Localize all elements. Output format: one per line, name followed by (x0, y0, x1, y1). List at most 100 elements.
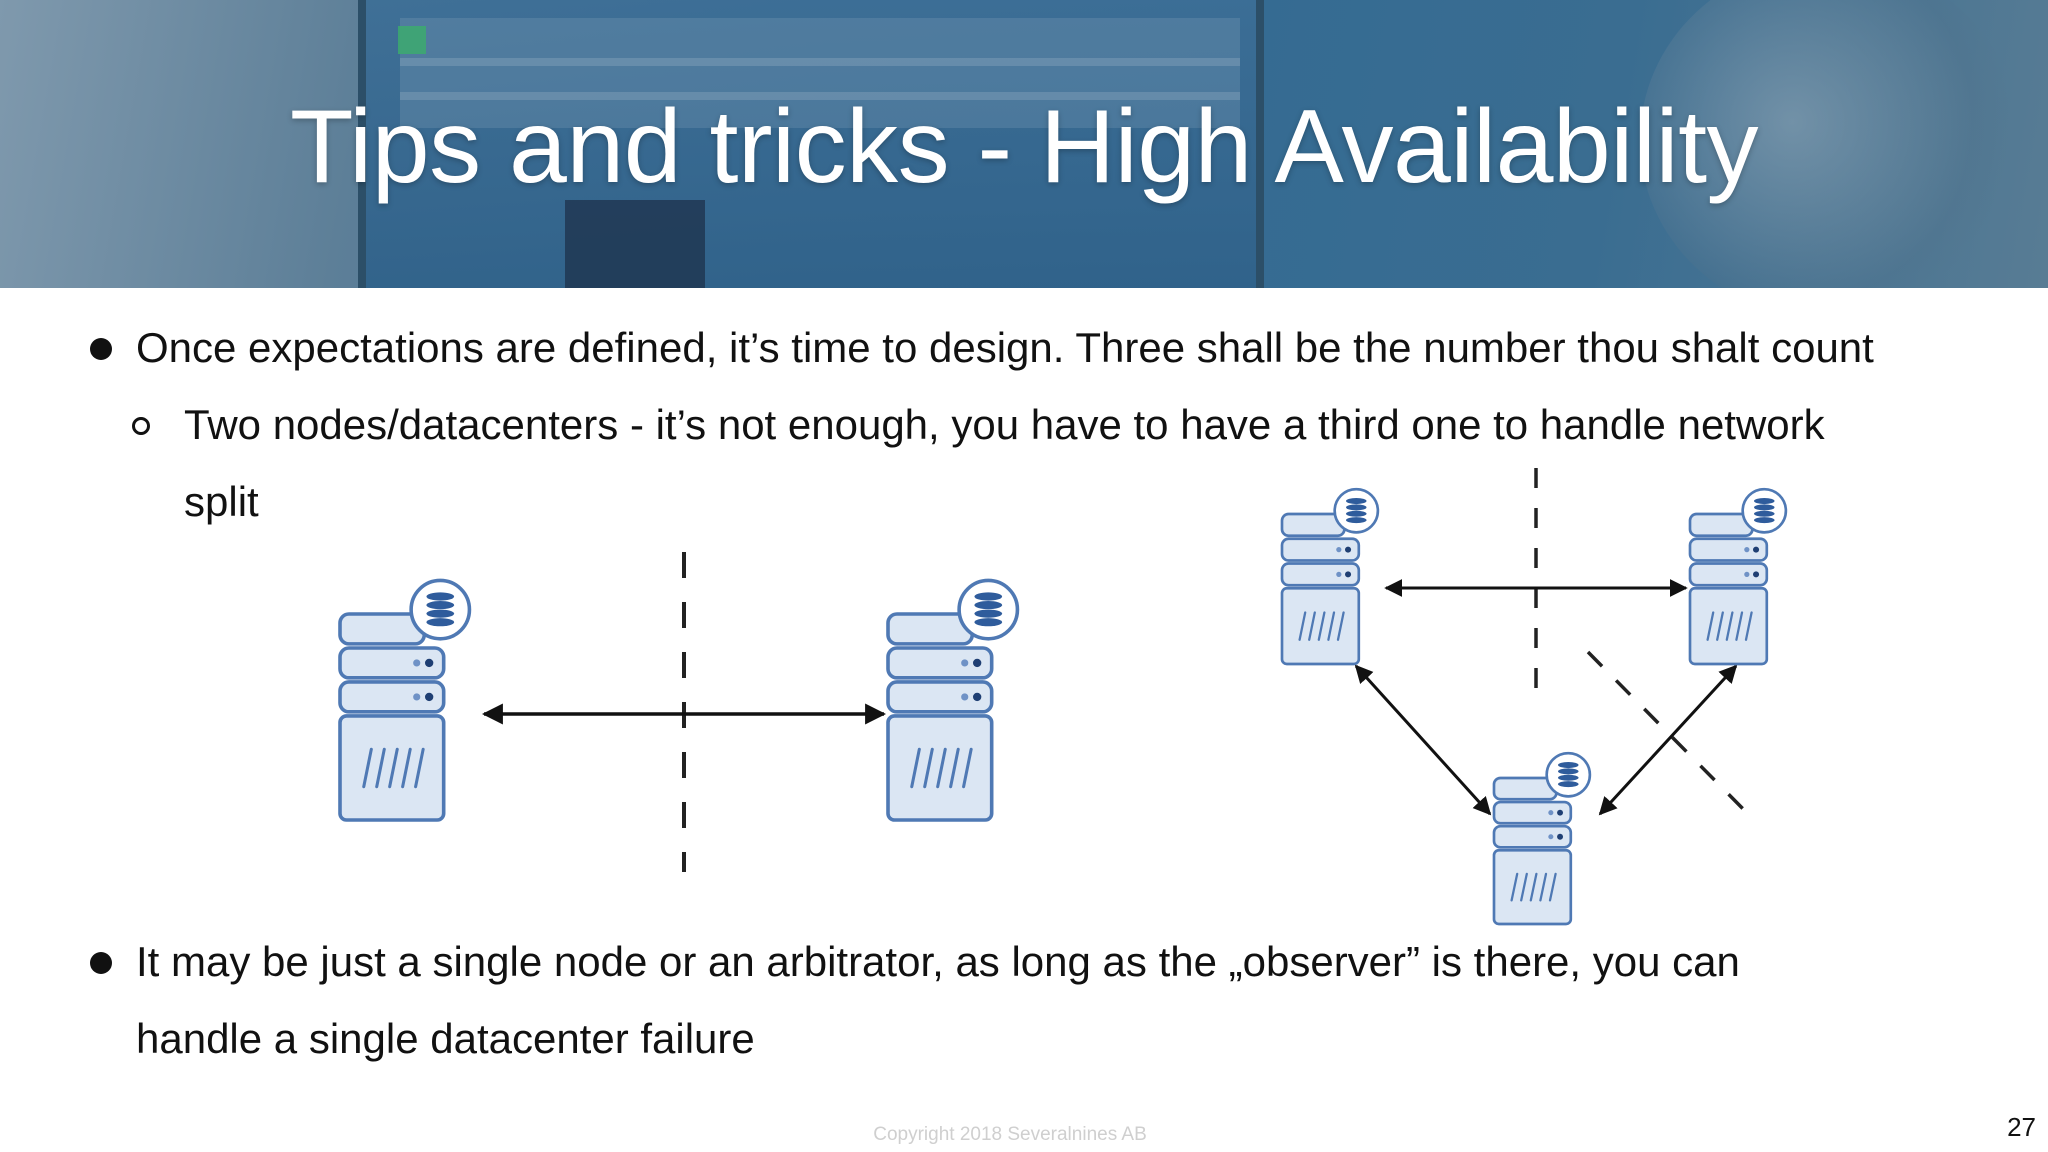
sub-bullet-text-continued: split (184, 478, 259, 525)
server-node (1280, 487, 1380, 666)
background-ui-row (400, 58, 1240, 66)
server-unit (1280, 562, 1361, 587)
server-vent-slash (362, 747, 373, 789)
bullet-text: Once expectations are defined, it’s time… (136, 324, 1874, 371)
server-base (886, 714, 994, 822)
database-disk (1558, 762, 1579, 769)
server-led (1548, 810, 1554, 816)
server-vent-slash (962, 747, 973, 789)
server-vent-slash (1744, 611, 1753, 641)
server-led (961, 659, 969, 667)
server-vent-slash (1327, 611, 1336, 641)
server-node (338, 578, 472, 822)
database-disk (974, 600, 1003, 610)
link-arrow (1598, 664, 1738, 816)
database-disk (974, 609, 1003, 618)
sub-bullet-text: Two nodes/datacenters - it’s not enough,… (184, 401, 1825, 448)
database-disk (974, 618, 1003, 627)
server-led (1744, 571, 1750, 577)
database-disk (1558, 774, 1579, 781)
server-vent-slash (388, 747, 399, 789)
database-disk (426, 609, 455, 618)
server-vent-slash (1308, 611, 1316, 641)
server-unit (1492, 824, 1573, 849)
background-ui-panel (565, 200, 705, 288)
copyright-footer: Copyright 2018 Severalnines AB (873, 1124, 1147, 1145)
bullet-text-continued: handle a single datacenter failure (136, 1015, 755, 1062)
server-base (1280, 586, 1361, 666)
server-led (424, 658, 434, 668)
server-vent-slash (910, 747, 921, 789)
server-led (1557, 809, 1564, 816)
database-disk (1558, 781, 1579, 788)
server-vent-slash (936, 747, 947, 789)
server-led (1336, 571, 1342, 577)
server-led (413, 659, 421, 667)
server-vent-slash (1529, 872, 1538, 902)
server-led (1753, 571, 1760, 578)
server-led (961, 693, 969, 701)
server-vent-slash (1548, 872, 1557, 902)
server-vent-slash (1716, 611, 1724, 641)
server-unit (886, 680, 994, 714)
server-vent-slash (1520, 872, 1528, 902)
database-disk (1754, 498, 1775, 505)
server-unit (1280, 537, 1361, 562)
server-led (413, 693, 421, 701)
server-base (1688, 586, 1769, 666)
slide-title: Tips and tricks - High Availability (290, 89, 1758, 205)
server-led (1548, 834, 1554, 840)
server-base (1492, 848, 1573, 926)
server-vent-slash (949, 747, 960, 789)
database-disk (1558, 768, 1579, 775)
database-disk (1346, 510, 1367, 517)
server-led (1345, 571, 1352, 578)
server-vent-slash (414, 747, 425, 789)
database-disk (1754, 517, 1775, 524)
database-disk (1754, 510, 1775, 517)
page-number: 27 (2007, 1112, 2036, 1142)
link-arrow (1354, 664, 1492, 816)
server-vent-slash (1735, 611, 1744, 641)
database-disk (1346, 517, 1367, 524)
three-node-scenario (1280, 468, 1788, 926)
server-vent-slash (1510, 872, 1519, 902)
server-unit (338, 680, 446, 714)
server-unit (1492, 800, 1573, 825)
server-unit (1688, 537, 1769, 562)
header-banner: Tips and tricks - High Availability (0, 0, 2048, 288)
server-base (338, 714, 446, 822)
database-disk (974, 592, 1003, 601)
server-vent-slash (923, 747, 934, 789)
background-person (1640, 0, 2020, 288)
server-node (886, 578, 1020, 822)
server-led (1336, 547, 1342, 553)
server-node (1688, 487, 1788, 666)
database-disk (426, 600, 455, 610)
server-vent-slash (375, 747, 386, 789)
background-ui-badge (398, 26, 426, 54)
background-ui-strip (400, 18, 1240, 128)
database-disk (1346, 504, 1367, 511)
database-disk (426, 618, 455, 627)
sub-bullet-marker (132, 417, 150, 435)
server-led (972, 692, 982, 702)
bullet-marker (90, 338, 112, 360)
server-led (1557, 833, 1564, 840)
server-vent-slash (1317, 611, 1326, 641)
bullet-marker (90, 952, 112, 974)
database-disk (1346, 498, 1367, 505)
server-led (424, 692, 434, 702)
server-vent-slash (1725, 611, 1734, 641)
server-unit (886, 646, 994, 680)
server-vent-slash (1539, 872, 1548, 902)
server-vent-slash (401, 747, 412, 789)
two-node-scenario (338, 552, 1020, 872)
background-monitor (358, 0, 1264, 288)
server-led (1753, 546, 1760, 553)
server-node (1492, 751, 1592, 926)
server-led (1345, 546, 1352, 553)
server-unit (338, 646, 446, 680)
background-ui-row (400, 92, 1240, 100)
